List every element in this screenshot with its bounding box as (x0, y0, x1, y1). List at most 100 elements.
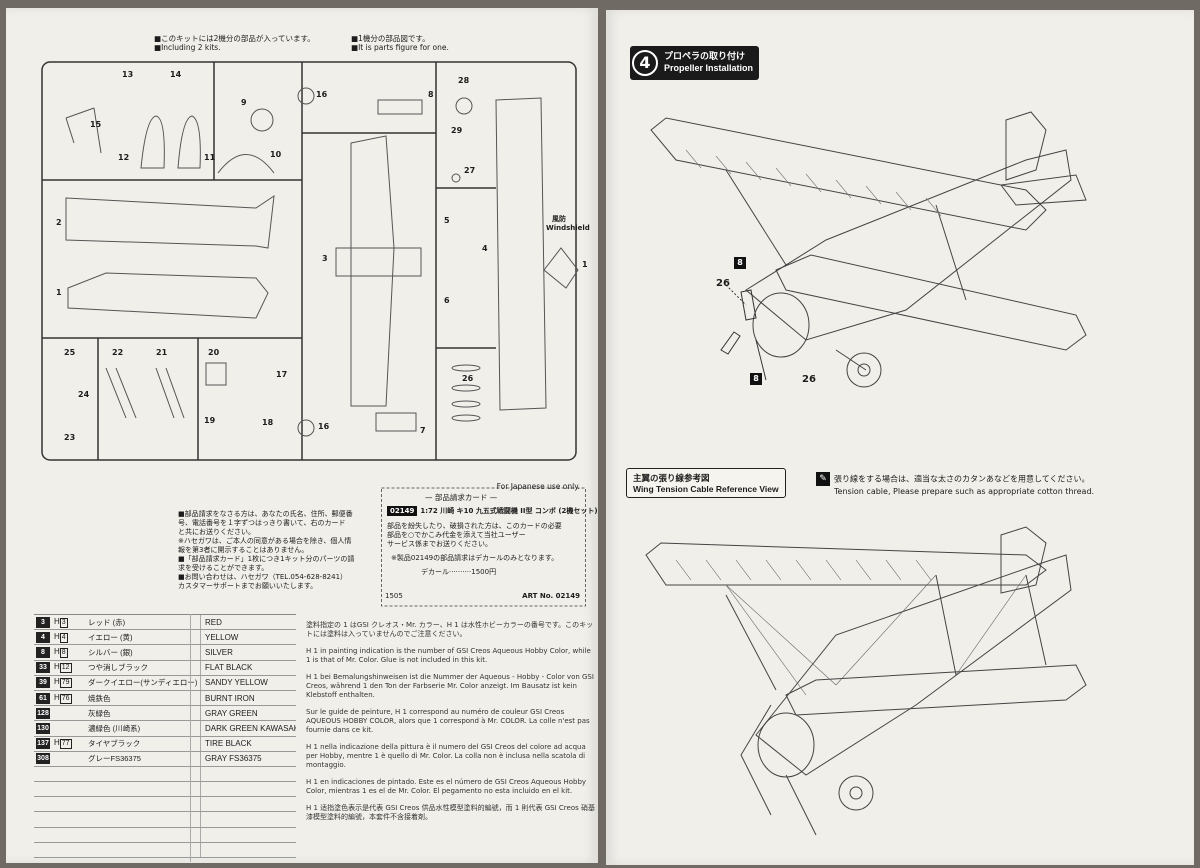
color-table-row (34, 797, 296, 813)
sprue-diagram (41, 61, 579, 461)
color-name-jp: シルバー (銀) (88, 647, 133, 657)
tension-cable-note: ✎張り線をする場合は、適当な太さのカタンあなどを用意してください。 Tensio… (816, 472, 1186, 497)
color-table-row (34, 827, 296, 843)
part-label: 24 (78, 390, 90, 399)
wing-title-jp: 主翼の張り線参考図 (633, 474, 710, 484)
parts-figure-note: ■1機分の部品図です。 ■It is parts figure for one. (351, 34, 449, 52)
part-label: 21 (156, 348, 168, 357)
hobby-color-number: 4 (59, 632, 68, 643)
hobby-color-number: 79 (59, 678, 72, 689)
wing-reference-header: 主翼の張り線参考図 Wing Tension Cable Reference V… (626, 468, 786, 498)
part-label: 1 (56, 288, 62, 297)
color-name-jp: 濃緑色 (川崎系) (88, 723, 141, 733)
color-name-en (200, 842, 296, 857)
part-label: 27 (464, 166, 476, 175)
part-label: 12 (118, 153, 130, 162)
pen-icon: ✎ (816, 472, 830, 486)
part-label: 10 (270, 150, 282, 159)
part-label: 18 (262, 418, 274, 427)
hobby-color-number: 8 (59, 647, 68, 658)
decal-price: デカール··········1500円 (421, 568, 497, 576)
part-callout: 26 (802, 374, 816, 385)
color-name-jp: レッド (赤) (88, 617, 126, 627)
color-name-jp: ダークイエロー(サンディエロー) (88, 678, 198, 688)
color-name-en (200, 782, 296, 797)
mr-color-code: 128 (36, 707, 50, 719)
hobby-color-number: 3 (59, 617, 68, 628)
art-number: ART No. 02149 (522, 592, 580, 600)
windshield-label-jp: 風防 (552, 215, 566, 223)
color-name-en: GRAY GREEN (200, 706, 296, 721)
part-label: 23 (64, 433, 76, 442)
part-label: 4 (482, 244, 488, 253)
color-name-en: YELLOW (200, 630, 296, 645)
mr-color-code: 8 (36, 646, 50, 658)
part-callout: 8 (734, 257, 746, 269)
mr-color-code: 61 (36, 692, 50, 704)
part-label: 14 (170, 70, 182, 79)
step-4-header: 4 プロペラの取り付け Propeller Installation (630, 46, 760, 80)
mr-color-code: 39 (36, 677, 50, 689)
part-label: 3 (322, 254, 328, 263)
step-title-jp: プロペラの取り付け (664, 52, 746, 62)
mr-color-code: 4 (36, 631, 50, 643)
kit-name: 1:72 川崎 キ10 九五式戦闘機 II型 コンボ (2機セット) (420, 507, 598, 515)
mr-color-code: 137 (36, 738, 50, 750)
part-label: 29 (451, 126, 463, 135)
color-name-en: DARK GREEN KAWASAKI (200, 721, 296, 736)
color-name-en (200, 766, 296, 782)
part-label: 28 (458, 76, 470, 85)
propeller-install-diagram (650, 111, 1087, 388)
part-label: 15 (90, 120, 102, 129)
parts-order-card: For Japanese use only. — 部品請求カード — 02149… (381, 478, 598, 608)
color-name-en: RED (200, 615, 296, 630)
part-label: 8 (428, 90, 434, 99)
mr-color-code: 3 (36, 616, 50, 628)
color-name-en: TIRE BLACK (200, 736, 296, 751)
color-name-en: GRAY FS36375 (200, 751, 296, 766)
part-label: 26 (462, 374, 474, 383)
part-label: 9 (241, 98, 247, 107)
wing-title-en: Wing Tension Cable Reference View (633, 484, 779, 494)
color-name-en: FLAT BLACK (200, 660, 296, 675)
order-card-title: — 部品請求カード — (425, 493, 498, 502)
color-name-en: SANDY YELLOW (200, 675, 296, 690)
part-label: 7 (420, 426, 426, 435)
hobby-color-number: 76 (59, 693, 72, 704)
right-page: 4 プロペラの取り付け Propeller Installation (606, 10, 1194, 865)
table-divider (190, 614, 191, 862)
part-label: 5 (444, 216, 450, 225)
part-label: 22 (112, 348, 124, 357)
part-label: 17 (276, 370, 288, 379)
part-label: 6 (444, 296, 450, 305)
color-name-jp: つや消しブラック (88, 663, 148, 673)
hobby-color-number: 77 (59, 739, 72, 750)
part-label: 13 (122, 70, 134, 79)
step-number: 4 (632, 50, 658, 76)
part-callout: 8 (750, 373, 762, 385)
color-table-row: 128 灰緑色 GRAY GREEN (34, 706, 296, 722)
color-name-en (200, 812, 296, 827)
color-name-jp: グレーFS36375 (88, 754, 141, 764)
paint-notes: 塗料指定の 1 はGSI クレオス・Mr. カラー、H 1 は水性ホビーカラーの… (306, 621, 595, 821)
mr-color-code: 130 (36, 722, 50, 734)
color-table-row: 130 濃緑色 (川崎系) DARK GREEN KAWASAKI (34, 721, 296, 737)
color-name-jp: 灰緑色 (88, 708, 111, 718)
card-number: 1505 (385, 592, 403, 600)
color-name-en: BURNT IRON (200, 690, 296, 706)
part-label: 16 (316, 90, 328, 99)
kit-count-note: ■このキットには2機分の部品が入っています。 ■Including 2 kits… (154, 34, 315, 52)
color-name-jp: タイヤブラック (88, 739, 141, 749)
left-page: ■このキットには2機分の部品が入っています。 ■Including 2 kits… (6, 8, 598, 863)
